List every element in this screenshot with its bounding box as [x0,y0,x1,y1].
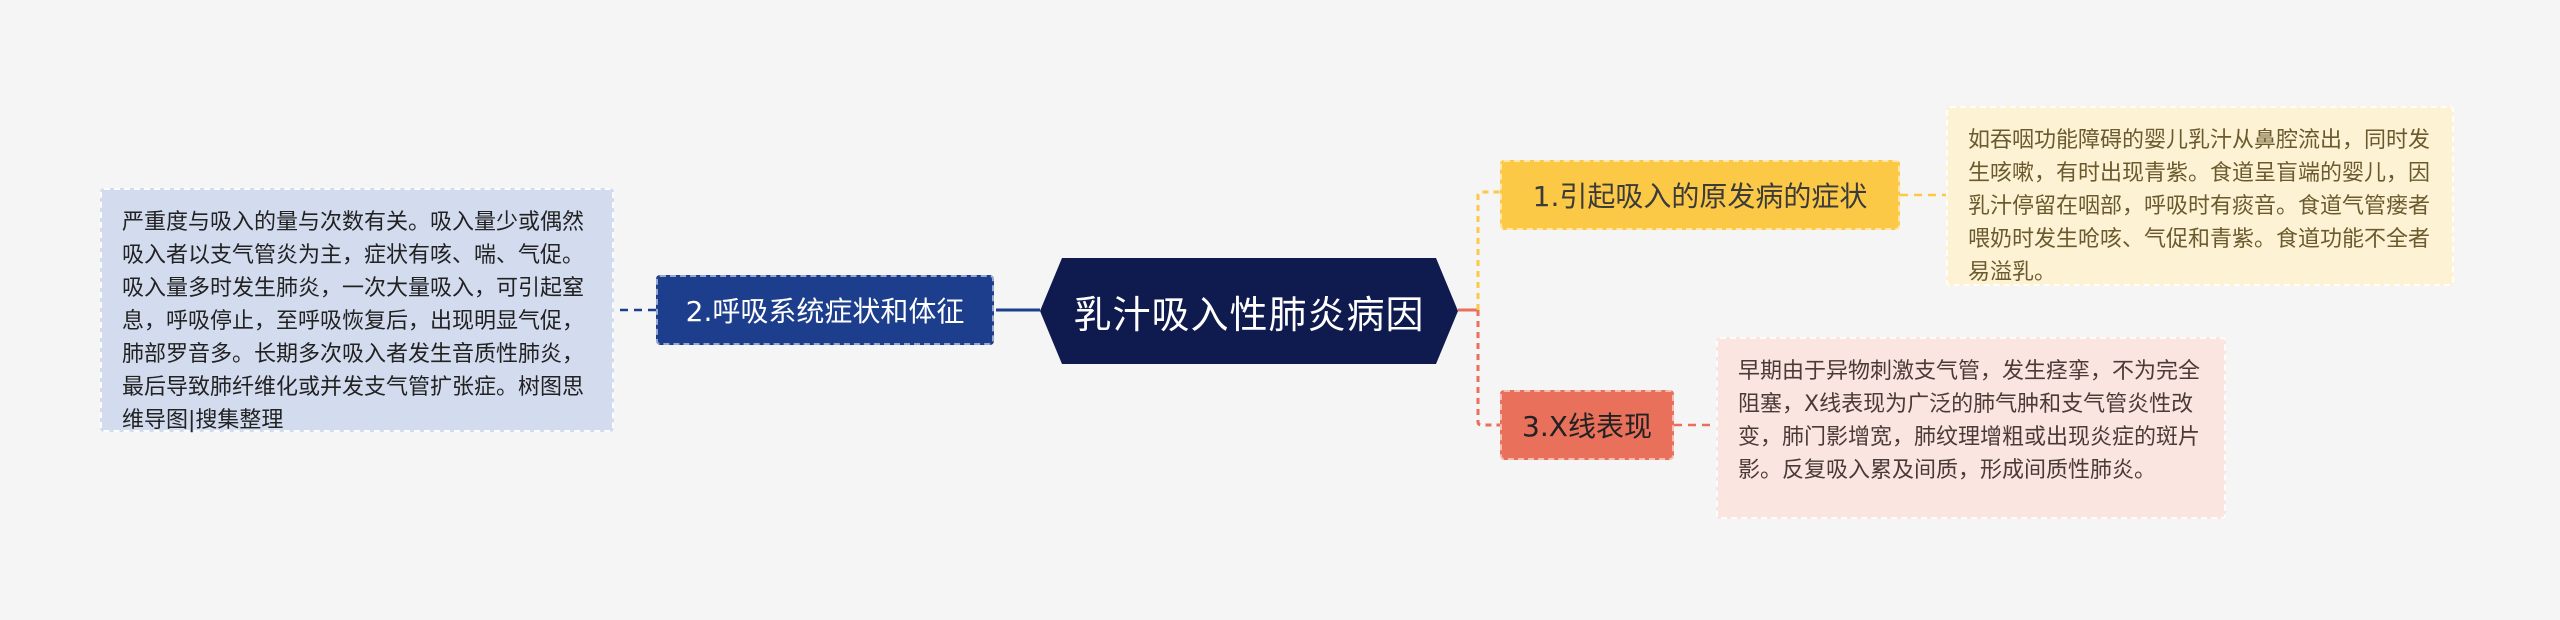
detail-note-text: 如吞咽功能障碍的婴儿乳汁从鼻腔流出，同时发生咳嗽，有时出现青紫。食道呈盲端的婴儿… [1968,128,2431,285]
detail-note-text: 严重度与吸入的量与次数有关。吸入量少或偶然吸入者以支气管炎为主，症状有咳、喘、气… [122,210,585,433]
branch-topic-label: 3.X线表现 [1522,410,1652,443]
branch-topic-label: 1.引起吸入的原发病的症状 [1532,180,1868,213]
connector-root-branch-3 [1476,310,1500,427]
branch-topic-respiratory-symptoms[interactable]: 2.呼吸系统症状和体征 [656,275,994,345]
root-hexagon-shape [1040,258,1458,364]
detail-note-primary-disease[interactable]: 如吞咽功能障碍的婴儿乳汁从鼻腔流出，同时发生咳嗽，有时出现青紫。食道呈盲端的婴儿… [1946,106,2454,286]
detail-note-text: 早期由于异物刺激支气管，发生痉挛，不为完全阻塞，X线表现为广泛的肺气肿和支气管炎… [1738,359,2201,483]
branch-topic-primary-disease[interactable]: 1.引起吸入的原发病的症状 [1500,160,1900,230]
detail-note-respiratory-symptoms[interactable]: 严重度与吸入的量与次数有关。吸入量少或偶然吸入者以支气管炎为主，症状有咳、喘、气… [100,188,614,433]
connector-root-branch-1 [1476,190,1500,310]
root-topic-label: 乳汁吸入性肺炎病因 [1073,292,1425,337]
branch-topic-xray[interactable]: 3.X线表现 [1500,390,1674,460]
root-topic[interactable]: 乳汁吸入性肺炎病因 [1040,258,1458,364]
branch-topic-label: 2.呼吸系统症状和体征 [685,295,965,328]
detail-note-xray[interactable]: 早期由于异物刺激支气管，发生痉挛，不为完全阻塞，X线表现为广泛的肺气肿和支气管炎… [1716,337,2226,519]
